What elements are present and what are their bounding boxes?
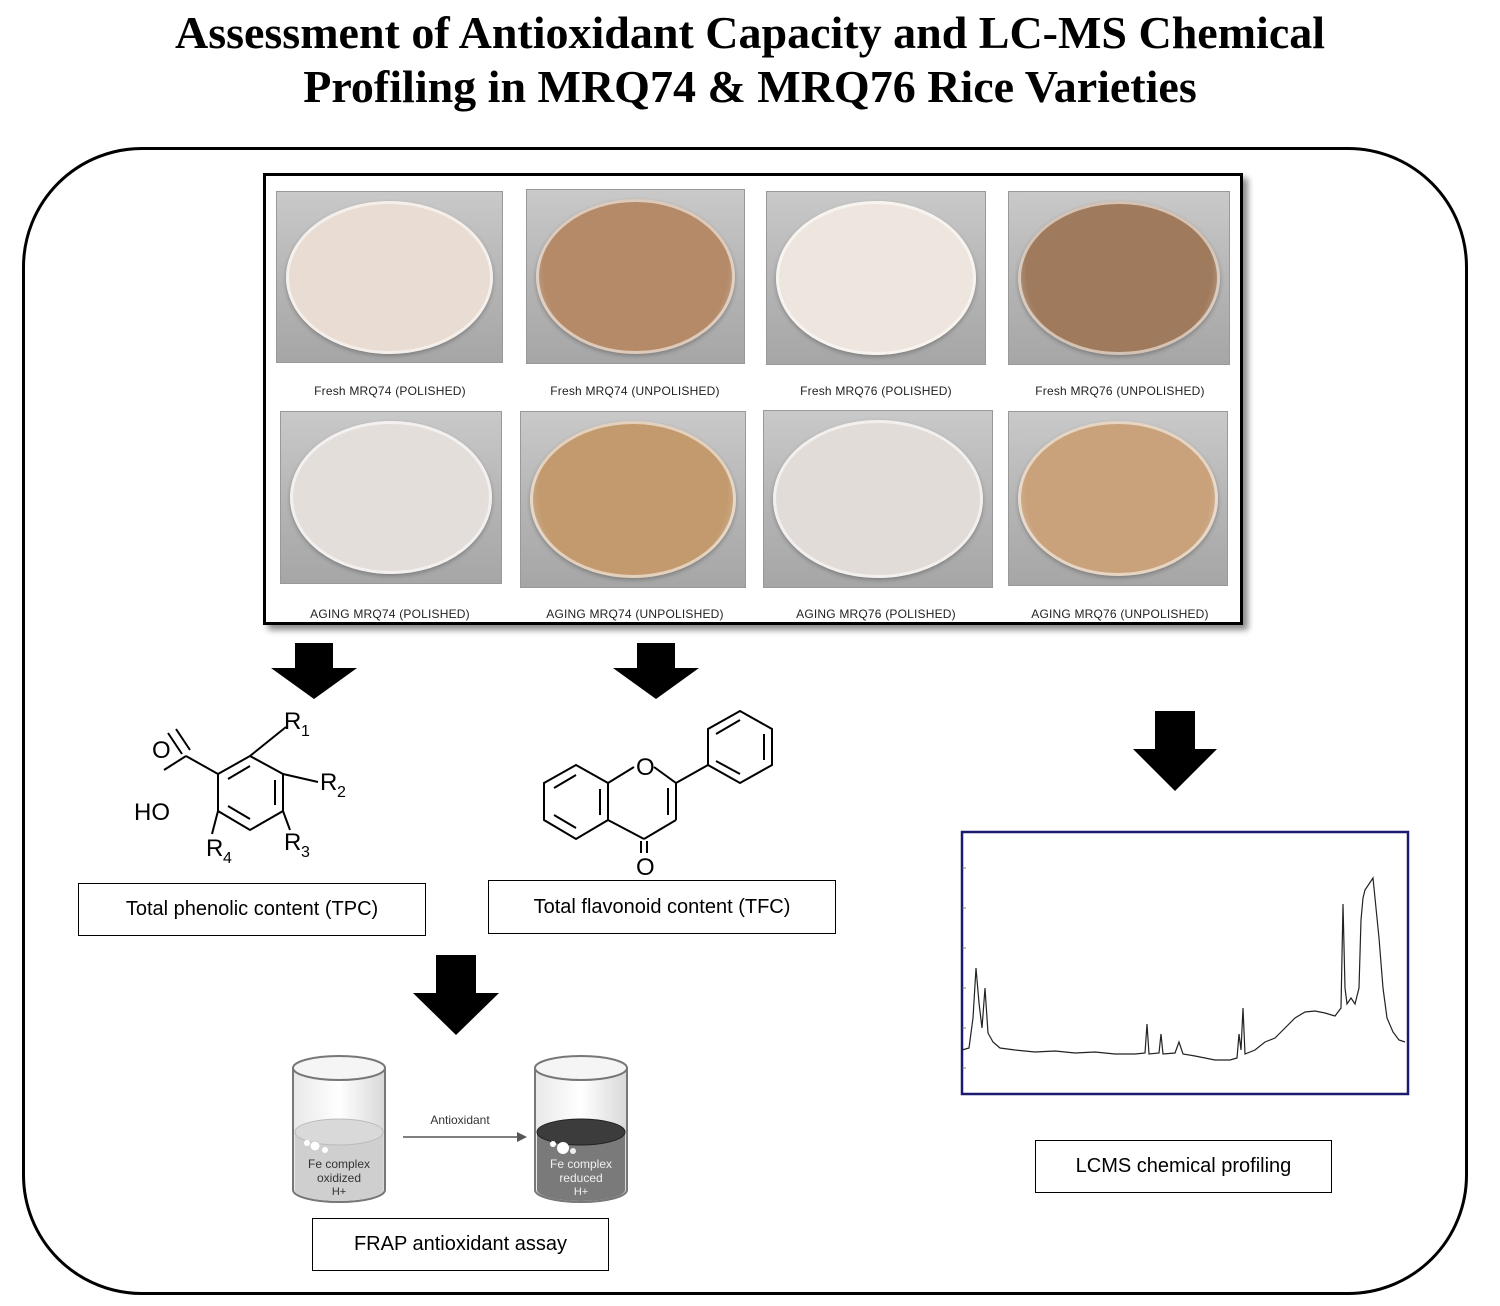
- rice-photo-aging-mrq76-unpolished: [1008, 411, 1228, 586]
- rice-dish: [289, 420, 493, 575]
- rounded-frame: [22, 147, 1468, 1295]
- rice-dish: [286, 200, 493, 354]
- r-group-index: 3: [301, 844, 310, 861]
- rice-dish: [529, 420, 737, 579]
- r-group-index: 2: [337, 784, 346, 801]
- photo-label: AGING MRQ74 (POLISHED): [310, 607, 470, 621]
- lcms-label-box: LCMS chemical profiling: [1035, 1140, 1332, 1193]
- beaker-oxidized-text: oxidized: [317, 1171, 361, 1185]
- rice-dish: [773, 419, 983, 579]
- beaker-reduced: [534, 1055, 628, 1203]
- lcms-chromatogram: [960, 830, 1410, 1096]
- tpc-label-box: Total phenolic content (TPC): [78, 883, 426, 936]
- rice-photo-aging-mrq76-polished: [763, 410, 993, 588]
- reaction-arrow-label: Antioxidant: [430, 1113, 490, 1127]
- frap-label-box: FRAP antioxidant assay: [312, 1218, 609, 1271]
- tfc-label-box: Total flavonoid content (TFC): [488, 880, 836, 934]
- rice-photo-aging-mrq74-polished: [280, 411, 502, 584]
- chromatogram-trace: [961, 876, 1406, 1061]
- r-group-label: R: [320, 769, 337, 796]
- r-group-label: R: [206, 835, 223, 862]
- frap-beakers-illustration: Antioxidant Fe complex oxidized H+ Fe co…: [292, 1055, 628, 1203]
- arrow-down-icon: [413, 955, 499, 1035]
- rice-dish: [1017, 420, 1219, 577]
- rice-dish: [535, 198, 736, 355]
- flavone-structure: O O: [543, 709, 773, 880]
- beaker-oxidized: [292, 1055, 386, 1203]
- arrow-down-icon: [271, 643, 357, 699]
- rice-photo-fresh-mrq74-unpolished: [526, 189, 745, 364]
- arrow-down-icon: [1133, 711, 1217, 791]
- beaker-reduced-text: reduced: [559, 1171, 602, 1185]
- keto-oxygen-label: O: [636, 854, 655, 880]
- diagram-title-line-2: Profiling in MRQ74 & MRQ76 Rice Varietie…: [303, 61, 1197, 112]
- hydroxyl-label: HO: [134, 799, 170, 826]
- chromatogram-ticks: [962, 867, 966, 1069]
- ring-oxygen-label: O: [636, 754, 655, 781]
- r-group-index: 4: [223, 850, 232, 867]
- diagram-title-line-1: Assessment of Antioxidant Capacity and L…: [174, 7, 1326, 58]
- r-group-label: R: [284, 829, 301, 856]
- rice-dish: [775, 200, 977, 356]
- beaker-reduced-text: H+: [574, 1186, 588, 1198]
- rice-photo-fresh-mrq74-polished: [276, 191, 503, 363]
- photo-label: Fresh MRQ74 (POLISHED): [314, 384, 466, 398]
- beaker-oxidized-text: H+: [332, 1186, 346, 1198]
- photo-label: Fresh MRQ76 (UNPOLISHED): [1035, 384, 1205, 398]
- rice-photo-fresh-mrq76-unpolished: [1008, 191, 1230, 365]
- rice-dish: [1017, 200, 1221, 356]
- photo-label: AGING MRQ74 (UNPOLISHED): [546, 607, 724, 621]
- rice-photo-fresh-mrq76-polished: [766, 191, 986, 365]
- r-group-label: R: [284, 708, 301, 735]
- carbonyl-oxygen-label: O: [152, 737, 171, 764]
- photo-label: Fresh MRQ74 (UNPOLISHED): [550, 384, 720, 398]
- photo-label: AGING MRQ76 (UNPOLISHED): [1031, 607, 1209, 621]
- phenolic-acid-structure: O HO R 1 R 2 R 3 R 4: [134, 708, 346, 867]
- beaker-oxidized-text: Fe complex: [308, 1157, 370, 1171]
- rice-photo-aging-mrq74-unpolished: [520, 411, 746, 588]
- reaction-arrow: [403, 1132, 527, 1142]
- arrow-down-icon: [613, 643, 699, 699]
- r-group-index: 1: [301, 723, 310, 740]
- beaker-reduced-text: Fe complex: [550, 1157, 612, 1171]
- photo-label: AGING MRQ76 (POLISHED): [796, 607, 956, 621]
- photo-label: Fresh MRQ76 (POLISHED): [800, 384, 952, 398]
- rice-photo-panel: Fresh MRQ74 (POLISHED) Fresh MRQ74 (UNPO…: [263, 173, 1243, 625]
